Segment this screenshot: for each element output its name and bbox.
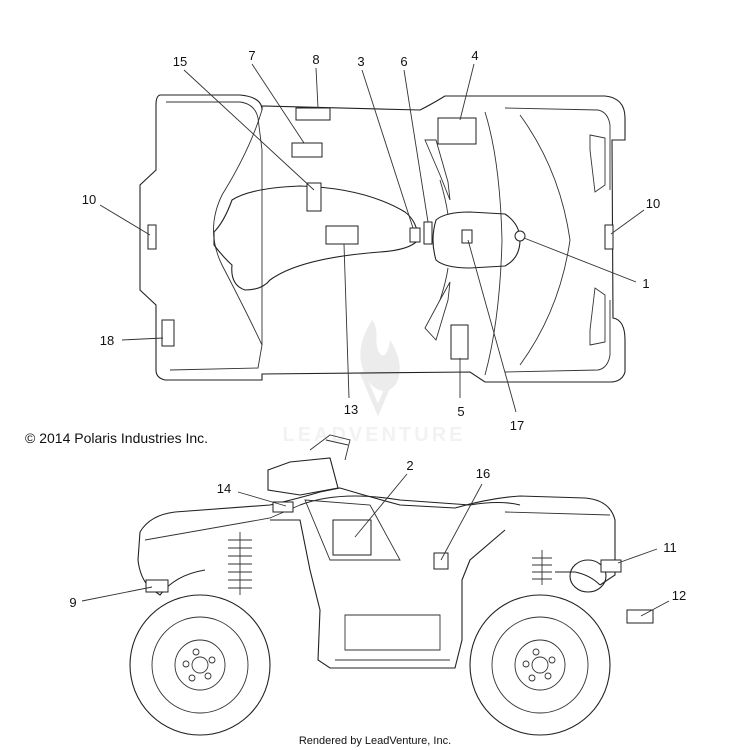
callout-7: 7 [248, 48, 255, 63]
rear-shock [228, 532, 252, 595]
watermark-text: LEADVENTURE [282, 424, 465, 446]
callout-12: 12 [672, 588, 686, 603]
callout-10-left: 10 [82, 192, 96, 207]
rear-wheel [129, 594, 271, 736]
callout-16: 16 [476, 466, 490, 481]
callout-3: 3 [357, 54, 364, 69]
copyright-text: © 2014 Polaris Industries Inc. [25, 430, 208, 446]
callout-15: 15 [173, 54, 187, 69]
callout-5: 5 [457, 404, 464, 419]
callout-14: 14 [217, 481, 231, 496]
callout-18: 18 [100, 333, 114, 348]
callout-6: 6 [400, 54, 407, 69]
front-wheel [469, 594, 611, 736]
atv-top-view: 15 7 8 3 6 4 10 10 1 18 13 5 17 [82, 48, 660, 433]
callout-13: 13 [344, 402, 358, 417]
callout-1: 1 [642, 276, 649, 291]
atv-side-view: 2 14 16 11 9 12 [69, 434, 686, 736]
footer-text: Rendered by LeadVenture, Inc. [299, 735, 451, 747]
callout-9: 9 [69, 595, 76, 610]
callout-2: 2 [406, 458, 413, 473]
callout-10-right: 10 [646, 196, 660, 211]
callout-8: 8 [312, 52, 319, 67]
front-shock [532, 550, 552, 585]
leadventure-watermark: LEADVENTURE [282, 320, 465, 446]
callout-17: 17 [510, 418, 524, 433]
callout-4: 4 [471, 48, 478, 63]
callout-11: 11 [663, 540, 677, 555]
